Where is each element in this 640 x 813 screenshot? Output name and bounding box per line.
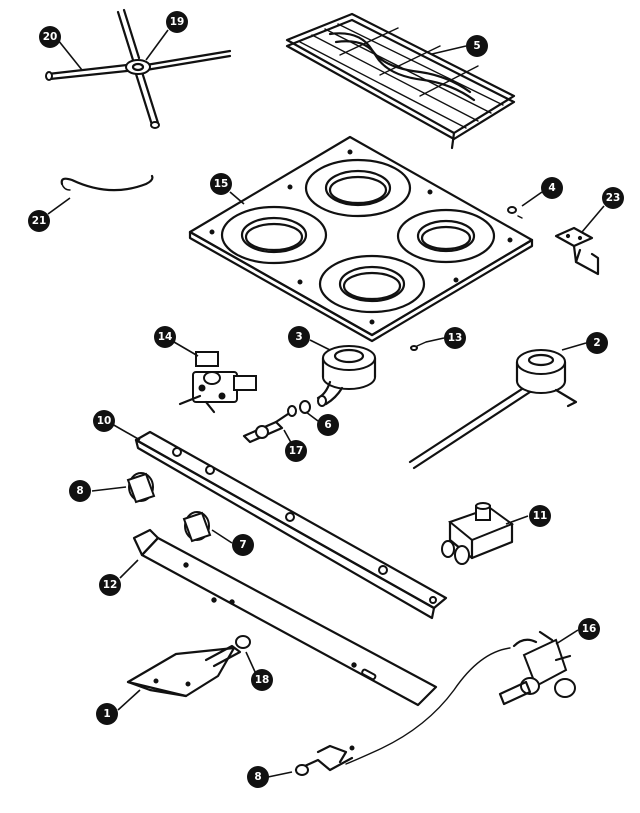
callout-7: 7 <box>232 534 254 556</box>
callout-2: 2 <box>586 332 608 354</box>
cooktop-part <box>188 135 534 343</box>
burner-right-part <box>408 349 578 470</box>
callout-6-label: 6 <box>324 419 331 431</box>
callout-1: 1 <box>96 703 118 725</box>
callout-11: 11 <box>529 505 551 527</box>
callout-5-label: 5 <box>473 40 480 52</box>
callout-12-label: 12 <box>103 579 118 591</box>
callout-14-label: 14 <box>158 331 173 343</box>
callout-13-label: 13 <box>448 332 463 344</box>
leader-lines <box>47 29 605 778</box>
callout-23-label: 23 <box>606 192 621 204</box>
callout-19: 19 <box>166 11 188 33</box>
callout-7-label: 7 <box>239 539 246 551</box>
thermocouple-part <box>294 647 511 776</box>
callout-8-upper: 8 <box>69 480 91 502</box>
callout-17-label: 17 <box>289 445 304 457</box>
callout-10: 10 <box>93 410 115 432</box>
valve-bracket-part <box>126 635 251 698</box>
callout-21-label: 21 <box>32 215 47 227</box>
igniter-switch-part <box>178 351 257 414</box>
callout-19-label: 19 <box>170 16 185 28</box>
callout-16: 16 <box>578 618 600 640</box>
knob-center-part <box>182 511 212 543</box>
burner-left-part <box>316 345 377 407</box>
callout-5: 5 <box>466 35 488 57</box>
callout-6: 6 <box>317 414 339 436</box>
callout-20-label: 20 <box>43 31 58 43</box>
orifice-part <box>242 400 311 444</box>
callout-3: 3 <box>288 326 310 348</box>
callout-1-label: 1 <box>103 708 110 720</box>
nut-part <box>507 206 523 219</box>
callout-21: 21 <box>28 210 50 232</box>
callout-8-lower: 8 <box>247 766 269 788</box>
lower-panel-part <box>132 528 438 707</box>
bracket-part <box>554 226 600 276</box>
grate-part <box>285 12 516 150</box>
callout-23: 23 <box>602 187 624 209</box>
callout-18-label: 18 <box>255 674 270 686</box>
manifold-bar-part <box>134 430 448 620</box>
callout-3-label: 3 <box>295 331 302 343</box>
callout-14: 14 <box>154 326 176 348</box>
callout-18: 18 <box>251 669 273 691</box>
callout-8-lower-label: 8 <box>254 771 261 783</box>
callout-15-label: 15 <box>214 178 229 190</box>
callout-13: 13 <box>444 327 466 349</box>
callout-20: 20 <box>39 26 61 48</box>
pressure-regulator-part <box>441 502 515 565</box>
callout-12: 12 <box>99 574 121 596</box>
gas-valve-part <box>498 630 576 706</box>
callout-15: 15 <box>210 173 232 195</box>
callout-10-label: 10 <box>97 415 112 427</box>
callout-8-upper-label: 8 <box>76 485 83 497</box>
callout-4-label: 4 <box>548 182 555 194</box>
callout-4: 4 <box>541 177 563 199</box>
callout-16-label: 16 <box>582 623 597 635</box>
screw-part <box>410 341 427 351</box>
callout-17: 17 <box>285 440 307 462</box>
wire-spring-part <box>60 174 154 192</box>
callout-2-label: 2 <box>593 337 600 349</box>
knob-left-part <box>126 472 156 504</box>
spreader-cross-part <box>45 8 232 129</box>
callout-11-label: 11 <box>533 510 548 522</box>
